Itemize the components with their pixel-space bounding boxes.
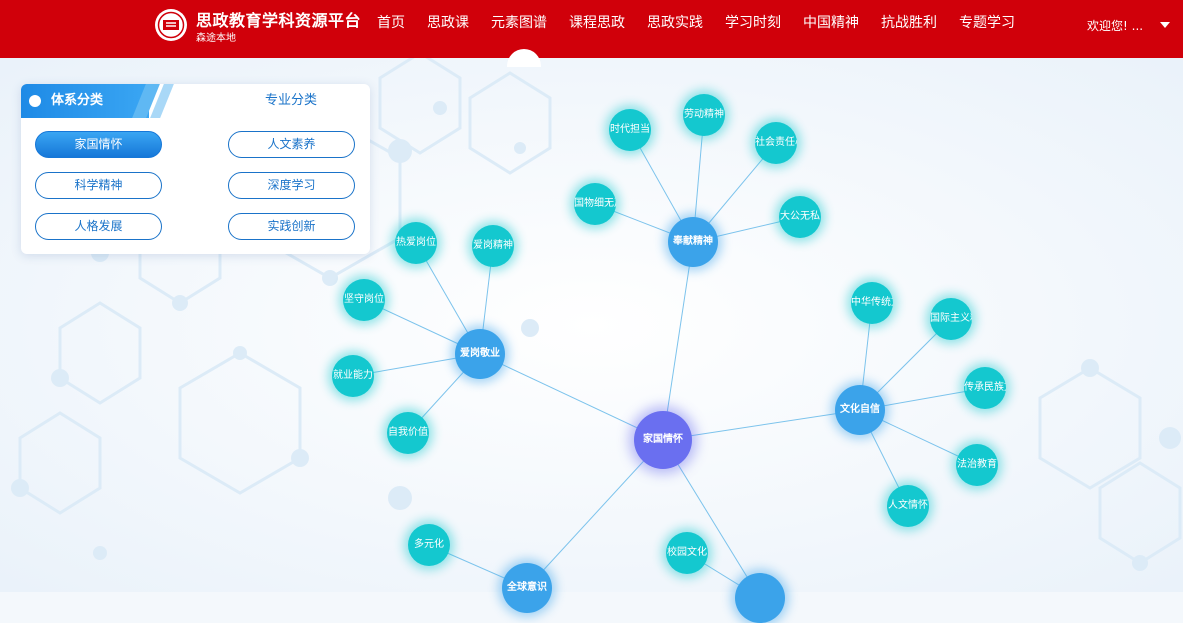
graph-node-mid[interactable]: [735, 573, 785, 623]
nav-item[interactable]: 思政实践: [647, 15, 703, 31]
graph-node-mid[interactable]: 爱岗敬业: [455, 329, 505, 379]
graph-node-leaf[interactable]: 中华传统文化: [851, 282, 893, 324]
graph-node-leaf[interactable]: 就业能力: [332, 355, 374, 397]
tab-professional-classification[interactable]: 专业分类: [265, 93, 318, 108]
active-nav-indicator: [507, 49, 541, 67]
category-pill[interactable]: 家国情怀: [35, 131, 162, 158]
main-nav: 首页 思政课 元素图谱 课程思政 思政实践 学习时刻 中国精神 抗战胜利 专题学习: [366, 0, 1026, 48]
nav-item[interactable]: 元素图谱: [491, 15, 547, 31]
graph-node-leaf[interactable]: 传承民族文化: [964, 367, 1006, 409]
nav-item[interactable]: 抗战胜利: [881, 15, 937, 31]
tab-system-classification[interactable]: 体系分类: [21, 84, 149, 118]
welcome-user-text[interactable]: 欢迎您! ...: [1087, 19, 1144, 33]
nav-item[interactable]: 中国精神: [803, 15, 859, 31]
graph-node-root[interactable]: 家国情怀: [634, 411, 692, 469]
nav-item[interactable]: 首页: [377, 15, 405, 31]
user-menu-chevron-down-icon[interactable]: [1160, 22, 1170, 28]
category-filter-panel: 体系分类 专业分类 家国情怀 人文素养科学精神 深度学习人格发展 实践创新: [21, 84, 370, 254]
graph-node-leaf[interactable]: 自我价值: [387, 412, 429, 454]
nav-item[interactable]: 课程思政: [569, 15, 625, 31]
platform-logo-icon: [155, 9, 187, 41]
graph-node-leaf[interactable]: 多元化: [408, 524, 450, 566]
graph-node-leaf[interactable]: 校园文化: [666, 532, 708, 574]
graph-node-leaf[interactable]: 人文情怀: [887, 485, 929, 527]
graph-node-leaf[interactable]: 爱岗精神: [472, 225, 514, 267]
category-pill[interactable]: 实践创新: [228, 213, 355, 240]
tab-system-classification-label: 体系分类: [51, 93, 104, 108]
graph-node-leaf[interactable]: 大公无私: [779, 196, 821, 238]
graph-node-leaf[interactable]: 国际主义精神: [930, 298, 972, 340]
category-pill[interactable]: 人格发展: [35, 213, 162, 240]
graph-edge: [662, 241, 694, 441]
graph-node-leaf[interactable]: 热爱岗位: [395, 222, 437, 264]
graph-node-leaf[interactable]: 国物细无声: [574, 183, 616, 225]
graph-node-leaf[interactable]: 社会责任心: [755, 122, 797, 164]
graph-node-leaf[interactable]: 时代担当: [609, 109, 651, 151]
graph-edge: [662, 439, 757, 592]
nav-item[interactable]: 思政课: [427, 15, 469, 31]
top-navigation-bar: 思政教育学科资源平台 森途本地 首页 思政课 元素图谱 课程思政 思政实践 学习时刻 中国精…: [0, 0, 1183, 58]
graph-edge: [662, 409, 861, 441]
graph-node-leaf[interactable]: 法治教育: [956, 444, 998, 486]
graph-node-mid[interactable]: 奉献精神: [668, 217, 718, 267]
platform-subtitle: 森途本地: [196, 33, 236, 44]
graph-edge: [479, 353, 664, 441]
radio-dot-icon: [29, 95, 41, 107]
graph-edge: [526, 439, 664, 589]
graph-node-mid[interactable]: 文化自信: [835, 385, 885, 435]
category-pill[interactable]: 深度学习: [228, 172, 355, 199]
platform-title: 思政教育学科资源平台: [196, 11, 362, 30]
graph-node-leaf[interactable]: 坚守岗位: [343, 279, 385, 321]
category-pill[interactable]: 科学精神: [35, 172, 162, 199]
graph-node-leaf[interactable]: 劳动精神: [683, 94, 725, 136]
nav-item[interactable]: 专题学习: [959, 15, 1015, 31]
graph-node-mid[interactable]: 全球意识: [502, 563, 552, 613]
category-pill[interactable]: 人文素养: [228, 131, 355, 158]
nav-item[interactable]: 学习时刻: [725, 15, 781, 31]
